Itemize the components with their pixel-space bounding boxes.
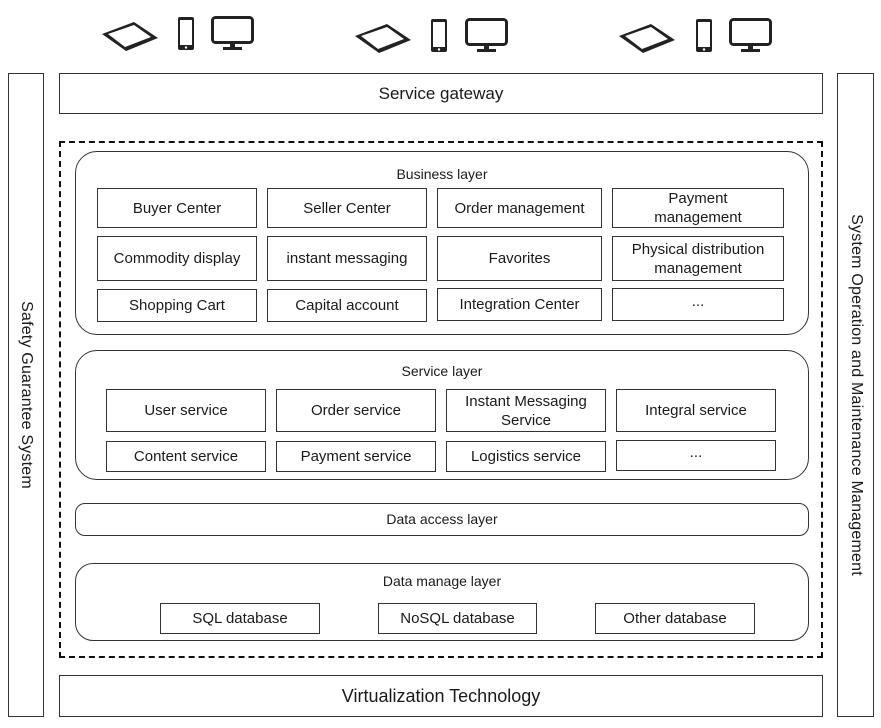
business-layer-title: Business layer <box>396 166 488 182</box>
service-item: Logistics service <box>446 441 606 472</box>
service-item: Instant Messaging Service <box>446 389 606 432</box>
business-item: Favorites <box>437 236 602 281</box>
operation-maintenance-panel: System Operation and Maintenance Managem… <box>837 73 874 717</box>
service-item-more: ... <box>616 440 776 471</box>
monitor-icon <box>729 18 772 52</box>
virtualization-technology: Virtualization Technology <box>59 675 823 717</box>
data-manage-layer-title: Data manage layer <box>382 573 502 589</box>
operation-maintenance-label: System Operation and Maintenance Managem… <box>847 214 865 576</box>
business-item-more: ... <box>612 288 784 321</box>
business-item: Integration Center <box>437 288 602 321</box>
service-gateway: Service gateway <box>59 73 823 114</box>
business-item: Shopping Cart <box>97 289 257 322</box>
business-item: Capital account <box>267 289 427 322</box>
business-item: Seller Center <box>267 188 427 228</box>
safety-guarantee-label: Safety Guarantee System <box>18 301 35 489</box>
tablet-icon <box>102 22 158 51</box>
monitor-icon <box>465 18 508 52</box>
phone-icon <box>178 17 194 50</box>
service-item: Integral service <box>616 389 776 432</box>
business-item: instant messaging <box>267 236 427 281</box>
phone-icon <box>696 19 712 52</box>
business-item: Physical distribution management <box>612 236 784 281</box>
monitor-icon <box>211 16 254 50</box>
business-item: Commodity display <box>97 236 257 281</box>
database-item: Other database <box>595 603 755 634</box>
business-item: Payment management <box>612 188 784 228</box>
service-item: Payment service <box>276 441 436 472</box>
tablet-icon <box>355 24 411 53</box>
architecture-container <box>59 141 823 658</box>
tablet-icon <box>619 24 675 53</box>
database-item: SQL database <box>160 603 320 634</box>
phone-icon <box>431 19 447 52</box>
service-item: Content service <box>106 441 266 472</box>
service-layer-title: Service layer <box>401 363 483 379</box>
service-item: Order service <box>276 389 436 432</box>
safety-guarantee-panel: Safety Guarantee System <box>8 73 44 717</box>
data-access-layer: Data access layer <box>75 503 809 536</box>
business-item: Buyer Center <box>97 188 257 228</box>
database-item: NoSQL database <box>378 603 537 634</box>
business-item: Order management <box>437 188 602 228</box>
service-item: User service <box>106 389 266 432</box>
